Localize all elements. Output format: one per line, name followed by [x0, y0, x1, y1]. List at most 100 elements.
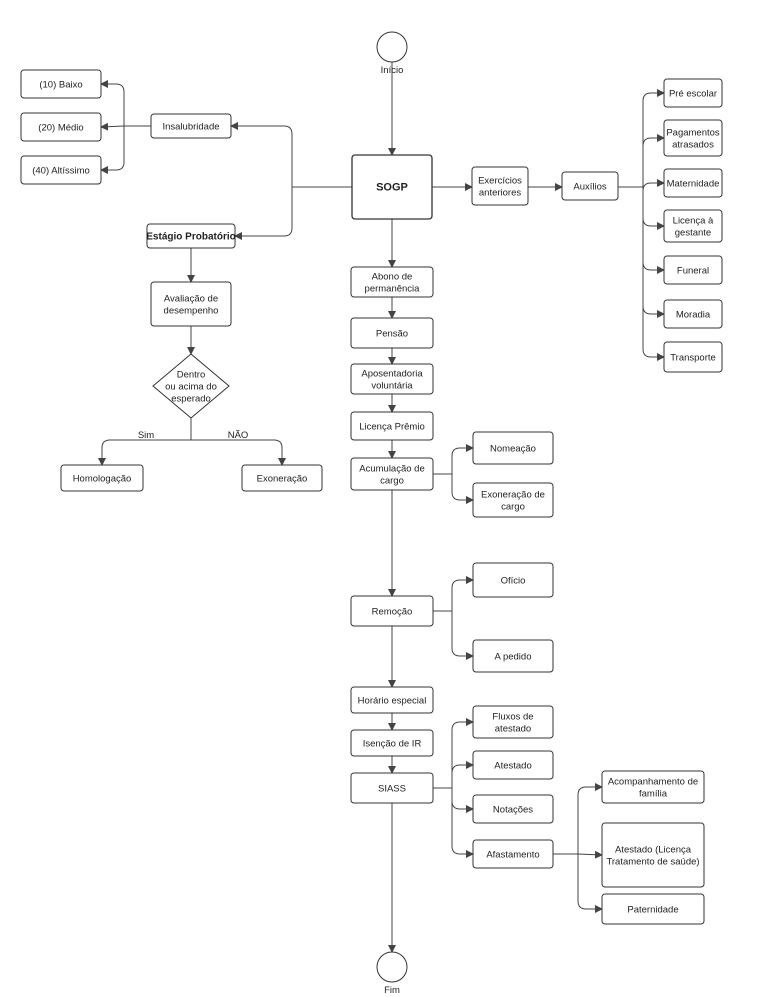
- node-atestado: Atestado: [472, 750, 554, 780]
- node-label: Ofício: [501, 576, 526, 587]
- connector-auxilio: [642, 89, 665, 187]
- node-label: atrasados: [672, 140, 714, 151]
- connector-baixo: [100, 80, 125, 126]
- node-label: Homologação: [73, 474, 132, 485]
- node-horario: Horário especial: [350, 686, 434, 714]
- connector-sogp-estagio: [234, 187, 293, 240]
- connector-auxilio: [642, 179, 665, 192]
- node-label: Pensão: [376, 329, 408, 340]
- node-moradia: Moradia: [663, 299, 723, 329]
- node-label: anteriores: [479, 188, 521, 199]
- node-homologacao: Homologação: [60, 464, 144, 492]
- node-label: Paternidade: [627, 905, 678, 916]
- node-pre-escolar: Pré escolar: [663, 78, 723, 108]
- node-pensao: Pensão: [350, 317, 434, 349]
- node-label: Horário especial: [358, 696, 427, 707]
- node-label: Exoneração: [257, 474, 308, 485]
- connector: [451, 718, 474, 788]
- node-label: Aposentadoria: [361, 369, 423, 380]
- node-label: Moradia: [676, 310, 711, 321]
- node-altissimo: (40) Altíssimo: [20, 155, 102, 185]
- node-funeral: Funeral: [663, 255, 723, 285]
- node-label: gestante: [675, 228, 711, 239]
- node-label: Pré escolar: [669, 89, 717, 100]
- connector-auxilio: [642, 187, 665, 318]
- connector: [451, 611, 474, 660]
- node-siass: SIASS: [350, 772, 434, 804]
- node-label: esperado: [171, 394, 211, 405]
- node-label: Exercícios: [478, 176, 522, 187]
- node-label: família: [639, 789, 668, 800]
- node-nomeacao: Nomeação: [472, 431, 554, 465]
- connector: [577, 850, 603, 859]
- node-label: Abono de: [372, 272, 413, 283]
- connector-medio: [100, 122, 125, 131]
- node-label: cargo: [501, 502, 525, 513]
- connector-sogp-insalubridade: [230, 122, 293, 187]
- node-auxilios: Auxílios: [561, 171, 619, 201]
- node-label: atestado: [495, 724, 531, 735]
- node-label: Atestado (Licença: [615, 845, 692, 856]
- connector: [451, 474, 474, 504]
- connector: [577, 783, 603, 854]
- node-exoneracao: Exoneração: [241, 464, 323, 492]
- node-label: (10) Baixo: [39, 80, 82, 91]
- node-label: Acumulação de: [359, 464, 424, 475]
- node-maternidade: Maternidade: [663, 168, 723, 198]
- node-label: SIASS: [378, 784, 406, 795]
- node-baixo: (10) Baixo: [20, 69, 102, 99]
- connector-altissimo: [100, 126, 125, 174]
- node-label: A pedido: [495, 652, 532, 663]
- node-label: Remoção: [372, 607, 413, 618]
- node-paternidade: Paternidade: [601, 893, 705, 925]
- node-oficio: Ofício: [472, 562, 554, 598]
- node-label: Notações: [493, 805, 533, 816]
- node-label: Atestado: [494, 761, 532, 772]
- node-label: Avaliação de: [164, 294, 218, 305]
- connector-auxilio: [642, 187, 665, 361]
- connector: [451, 761, 474, 788]
- node-label: Fim: [384, 985, 400, 996]
- connector-sim: [98, 439, 191, 466]
- node-label: cargo: [380, 476, 404, 487]
- node-label: Fluxos de: [492, 712, 533, 723]
- node-label: desempenho: [164, 306, 219, 317]
- connector-nao: [191, 439, 286, 466]
- node-label: Funeral: [677, 266, 709, 277]
- node-label: Isenção de IR: [363, 739, 422, 750]
- node-label: ou acima do: [165, 382, 217, 393]
- node-label: Nomeação: [490, 444, 536, 455]
- node-estagio: Estágio Probatório: [146, 223, 236, 249]
- node-sogp: SOGP: [351, 154, 433, 220]
- node-licenca-premio: Licença Prêmio: [350, 411, 434, 441]
- connector: [451, 576, 474, 611]
- node-label: (40) Altíssimo: [32, 166, 90, 177]
- node-remocao: Remoção: [350, 595, 434, 627]
- node-insalubridade: Insalubridade: [150, 113, 232, 139]
- connector: [451, 788, 474, 858]
- edge-label-sim: Sim: [138, 430, 154, 441]
- node-label: Acompanhamento de: [608, 777, 698, 788]
- node-label: Licença à: [673, 216, 714, 227]
- node-notacoes: Notações: [472, 794, 554, 824]
- node-label: Pagamentos: [666, 128, 720, 139]
- node-label: Tratamento de saúde): [606, 857, 699, 868]
- node-label: Maternidade: [667, 179, 720, 190]
- node-fim: Fim: [376, 951, 408, 996]
- connector-auxilio: [642, 187, 665, 274]
- node-label: Início: [381, 65, 404, 76]
- node-label: Insalubridade: [162, 122, 219, 133]
- node-label: Dentro: [177, 370, 206, 381]
- connector-auxilio: [642, 187, 665, 230]
